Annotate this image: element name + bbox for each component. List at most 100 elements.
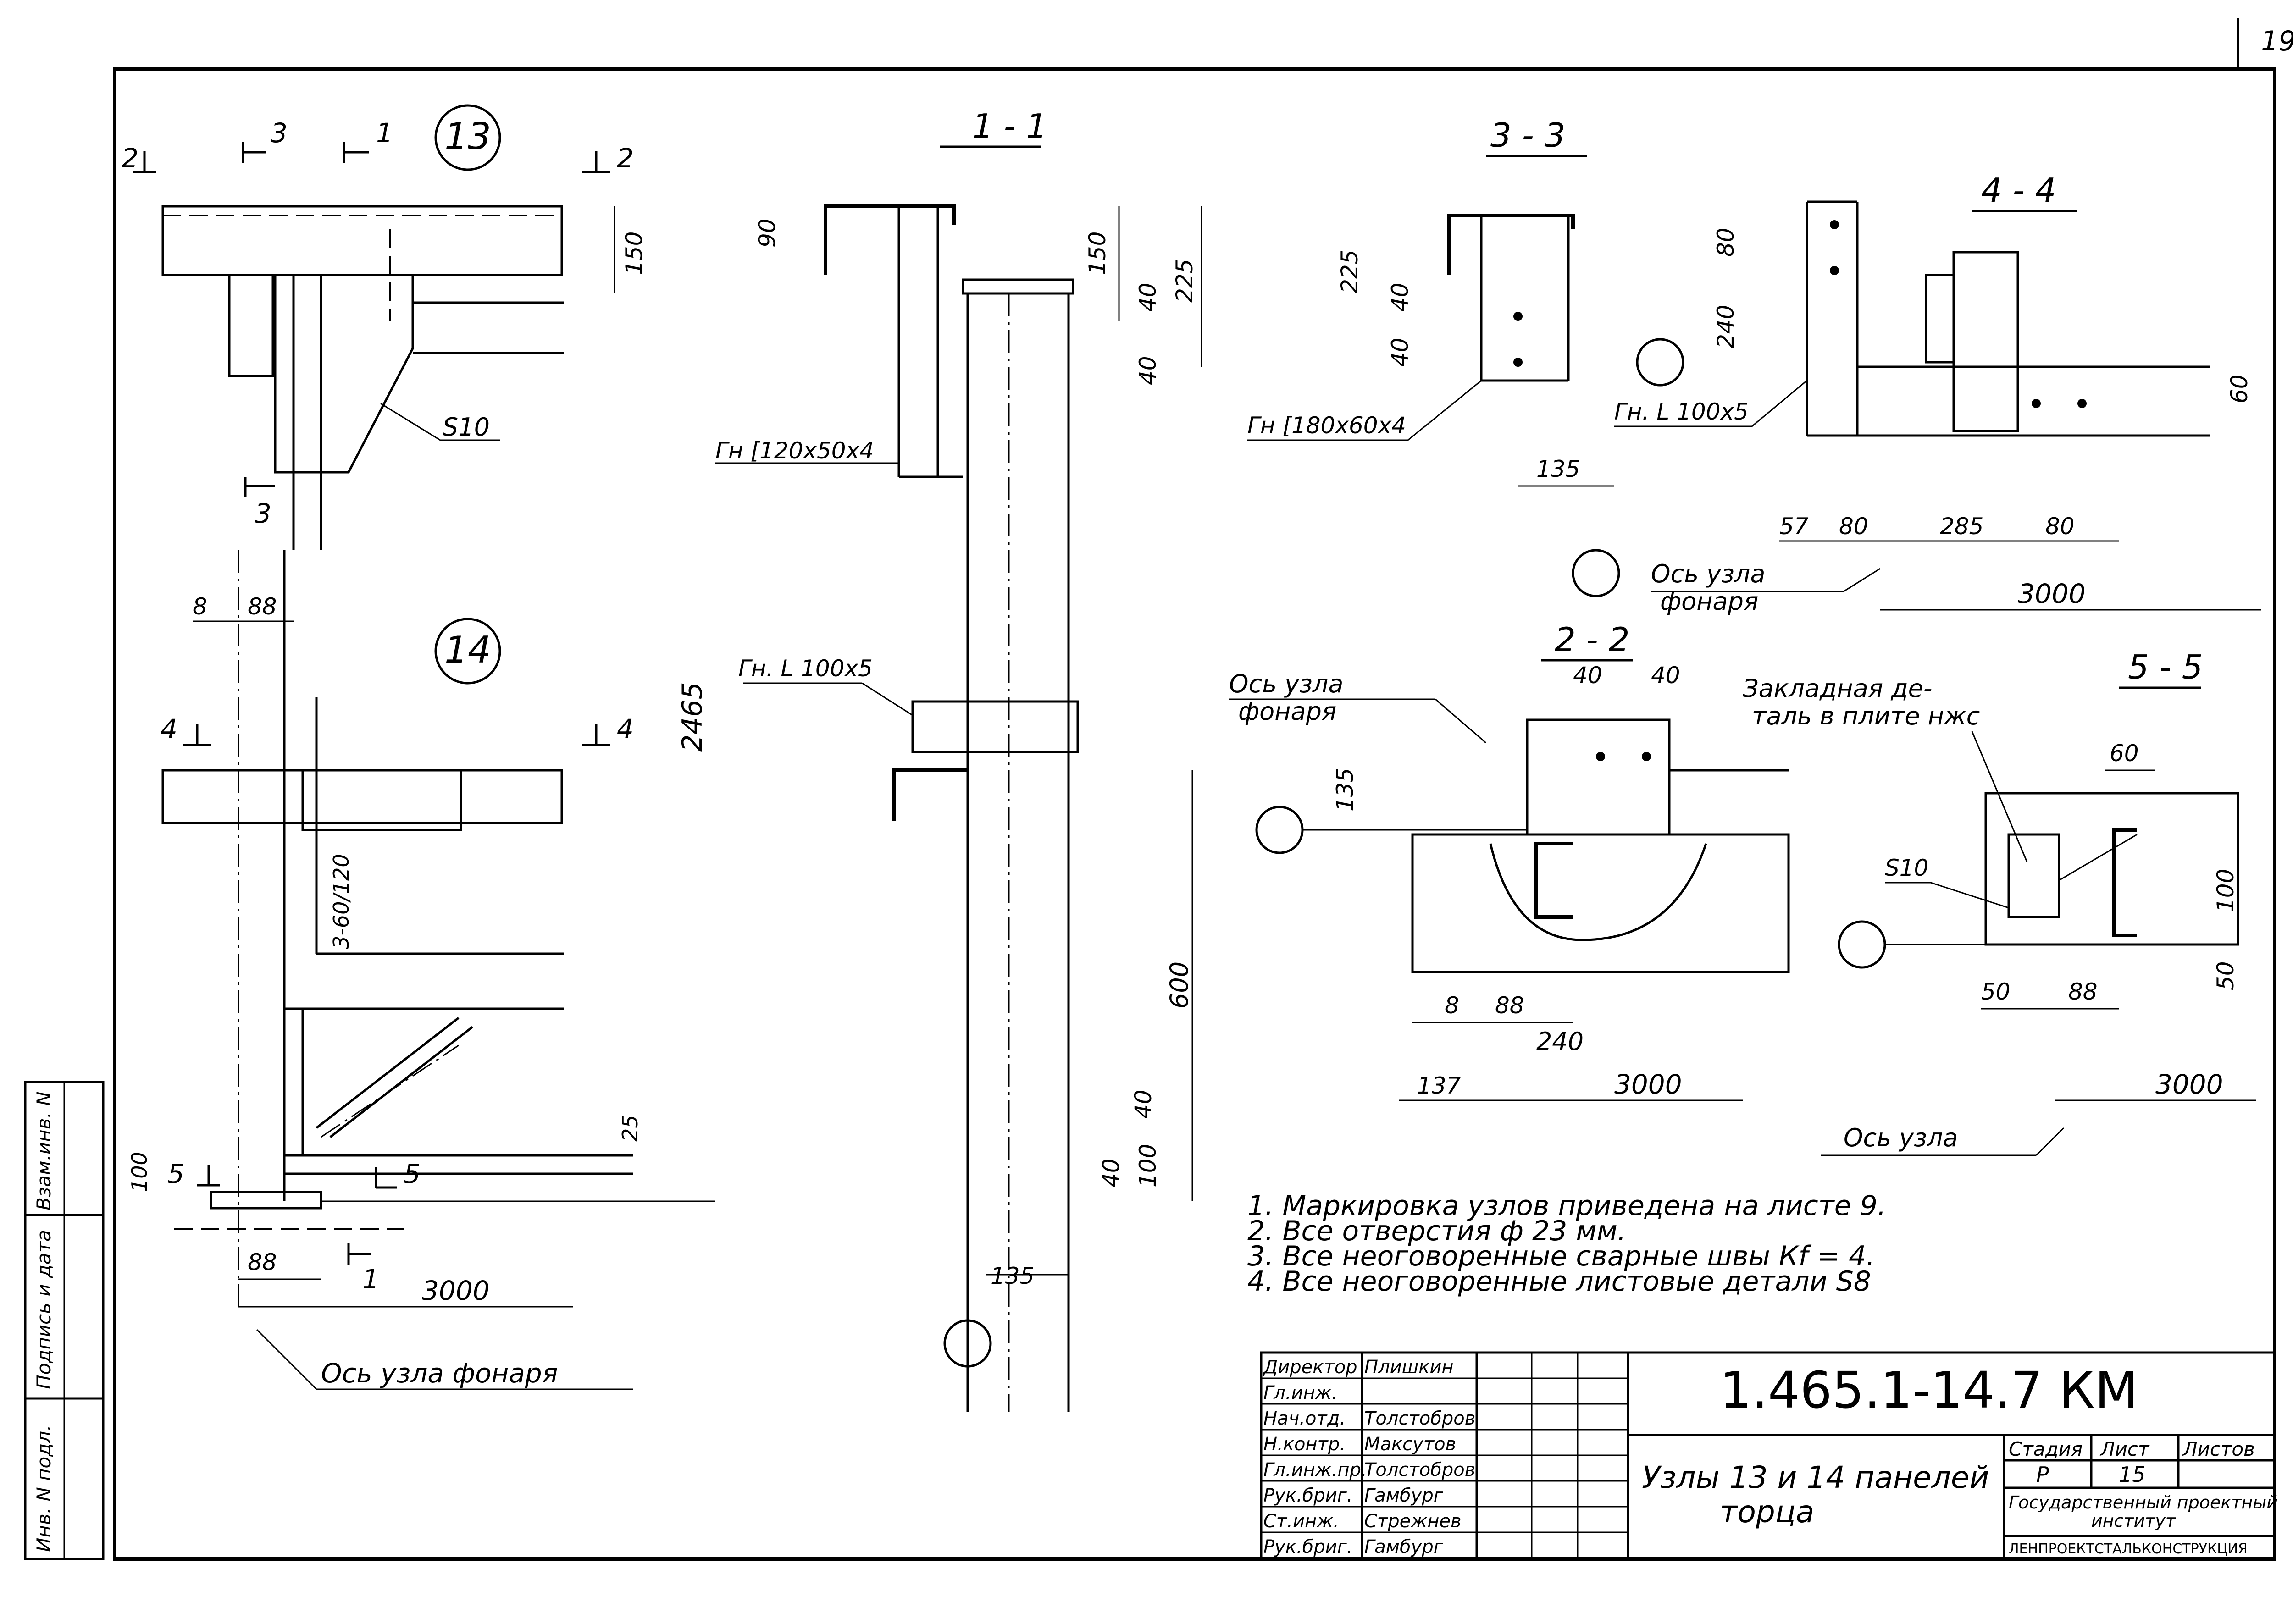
dim-80-s44b: 80 xyxy=(1839,513,1868,540)
original-inv-label: Инв. N подл. xyxy=(33,1425,55,1552)
note-3: 3. Все неоговоренные сварные швы Кf = 4. xyxy=(1247,1240,1875,1272)
dim-40-s11d: 40 xyxy=(1098,1158,1124,1188)
mark-5-left: 5 xyxy=(167,1158,184,1189)
dim-225-s11: 225 xyxy=(1171,259,1198,303)
node-14-drawing: 14 4 4 3-60/120 25 5 5 100 1 88 300 xyxy=(127,618,715,1390)
mark-3-bottom: 3 xyxy=(255,498,271,529)
dim-100: 100 xyxy=(127,1152,152,1192)
plate-s10-label-s55: S10 xyxy=(1885,855,1928,881)
staff-role-7: Ст.инж. xyxy=(1263,1511,1339,1532)
axis-label-s55: Ось узла xyxy=(1844,1123,1958,1152)
drawing-code: 1.465.1-14.7 КМ xyxy=(1720,1361,2138,1420)
dim-40-s33b: 40 xyxy=(1387,337,1413,367)
dim-40-s11a: 40 xyxy=(1135,282,1161,312)
dim-60-s44: 60 xyxy=(2226,374,2253,403)
dim-285: 285 xyxy=(1940,513,1983,540)
mark-4-left: 4 xyxy=(161,713,177,745)
dim-240-s44: 240 xyxy=(1712,305,1739,348)
staff-role-5: Гл.инж.пр. xyxy=(1263,1459,1367,1480)
section-2-2: 2 - 2 40 40 135 8 88 240 137 3000 Ось уз… xyxy=(1229,620,1790,1101)
staff-name-5: Толстобров xyxy=(1364,1459,1475,1480)
section-4-4-title: 4 - 4 xyxy=(1981,171,2056,210)
staff-name-7: Стрежнев xyxy=(1364,1511,1462,1532)
dim-135-s22: 135 xyxy=(1332,768,1358,812)
organization-line2: институт xyxy=(2091,1511,2177,1531)
dim-135-s11: 135 xyxy=(991,1263,1034,1289)
dim-90: 90 xyxy=(754,218,781,248)
angle-100-label-s11: Гн. L 100x5 xyxy=(738,655,873,682)
mark-1-bottom: 1 xyxy=(362,1264,379,1295)
signature-date-label: Подпись и дата xyxy=(33,1230,55,1389)
dim-150: 150 xyxy=(621,232,648,275)
page-corner-number: 19 xyxy=(2261,25,2293,57)
mark-5-right: 5 xyxy=(404,1158,421,1189)
dim-3000-left: 3000 xyxy=(422,1275,490,1306)
dim-3000-s44: 3000 xyxy=(2018,578,2086,609)
mark-3-top: 3 xyxy=(271,117,288,149)
embedded-part-label-1: Закладная де- xyxy=(1743,674,1932,703)
dim-3000-s22: 3000 xyxy=(1614,1069,1682,1100)
axis-label-left: Ось узла фонаря xyxy=(321,1358,558,1389)
section-4-4: 4 - 4 80 240 60 57 80 285 80 3000 Гн. L … xyxy=(1572,171,2261,616)
mark-2-left: 2 xyxy=(122,143,138,174)
title-block: Директор Плишкин Гл.инж. Нач.отд. Толсто… xyxy=(1260,1351,2278,1560)
channel-120-label: Гн [120x50x4 xyxy=(715,437,874,464)
angle-100-label-s44: Гн. L 100x5 xyxy=(1614,398,1749,425)
note-4: 4. Все неоговоренные листовые детали S8 xyxy=(1247,1265,1871,1298)
dim-80-s44: 80 xyxy=(1712,227,1739,257)
dim-240-s22: 240 xyxy=(1536,1027,1584,1056)
staff-role-4: Н.контр. xyxy=(1263,1434,1346,1455)
dim-57: 57 xyxy=(1779,513,1809,540)
embedded-part-label-2: таль в плите нжс xyxy=(1752,702,1980,730)
dim-2465: 2465 xyxy=(676,682,709,752)
left-stamp-strip: Взам.инв. N Подпись и дата Инв. N подл. xyxy=(24,1081,105,1560)
dim-80-s44c: 80 xyxy=(2045,513,2075,540)
dim-88-s22: 88 xyxy=(1495,992,1524,1019)
sheet-value: 15 xyxy=(2119,1462,2146,1487)
dim-40-s11b: 40 xyxy=(1135,356,1161,385)
staff-name-1: Плишкин xyxy=(1364,1357,1454,1378)
drawing-title-line2: торца xyxy=(1720,1494,1814,1530)
section-3-3: 3 - 3 225 40 40 135 Гн [180x60x4 xyxy=(1247,116,1614,487)
weld-3-60-120: 3-60/120 xyxy=(329,854,354,949)
dim-50-s55v: 50 xyxy=(2212,961,2239,990)
axis-label-s44-1: Ось узла xyxy=(1651,559,1765,588)
staff-name-3: Толстобров xyxy=(1364,1408,1475,1429)
replaced-inv-label: Взам.инв. N xyxy=(33,1091,55,1210)
stage-value: Р xyxy=(2036,1462,2049,1487)
dim-8: 8 xyxy=(193,593,207,620)
dim-40-s22a: 40 xyxy=(1573,662,1602,689)
drawing-title-line1: Узлы 13 и 14 панелей xyxy=(1642,1460,1989,1495)
section-5-5: 5 - 5 Закладная де- таль в плите нжс 60 … xyxy=(1743,648,2256,1156)
dim-50-s55: 50 xyxy=(1981,978,2011,1005)
section-1-1: 1 - 1 90 150 225 40 40 2465 600 40 40 10… xyxy=(676,107,1202,1412)
staff-name-6: Гамбург xyxy=(1364,1485,1444,1506)
staff-role-8: Рук.бриг. xyxy=(1263,1536,1352,1558)
node-13-drawing: 13 2 3 1 2 S10 3 150 8 88 xyxy=(122,104,648,1307)
axis-label-s22-2: фонаря xyxy=(1238,697,1336,726)
organization-line3: ЛЕНПРОЕКТСТАЛЬКОНСТРУКЦИЯ xyxy=(2009,1541,2248,1557)
dim-3000-s55: 3000 xyxy=(2155,1069,2223,1100)
section-5-5-title: 5 - 5 xyxy=(2128,648,2203,686)
dim-40-s11c: 40 xyxy=(1130,1089,1157,1119)
note-2: 2. Все отверстия ф 23 мм. xyxy=(1247,1215,1626,1247)
dim-225-s33: 225 xyxy=(1336,250,1363,293)
section-1-1-title: 1 - 1 xyxy=(972,107,1047,145)
mark-1-top: 1 xyxy=(376,117,393,149)
dim-100-s55: 100 xyxy=(2212,869,2239,912)
staff-name-4: Максутов xyxy=(1364,1434,1456,1455)
staff-name-8: Гамбург xyxy=(1364,1536,1444,1558)
general-notes: 1. Маркировка узлов приведена на листе 9… xyxy=(1247,1190,1886,1298)
dim-88-s55: 88 xyxy=(2068,978,2098,1005)
section-3-3-title: 3 - 3 xyxy=(1490,116,1565,155)
sheet-frame: 19 xyxy=(113,18,2293,1561)
dim-25: 25 xyxy=(618,1115,642,1142)
dim-88: 88 xyxy=(248,593,277,620)
dim-40-s33a: 40 xyxy=(1387,282,1413,312)
node-14-label: 14 xyxy=(444,629,491,671)
dim-40-s22b: 40 xyxy=(1651,662,1680,689)
staff-role-2: Гл.инж. xyxy=(1263,1382,1337,1403)
dim-135-s33: 135 xyxy=(1536,456,1580,482)
staff-role-6: Рук.бриг. xyxy=(1263,1485,1352,1506)
dim-60-s55: 60 xyxy=(2110,740,2139,767)
